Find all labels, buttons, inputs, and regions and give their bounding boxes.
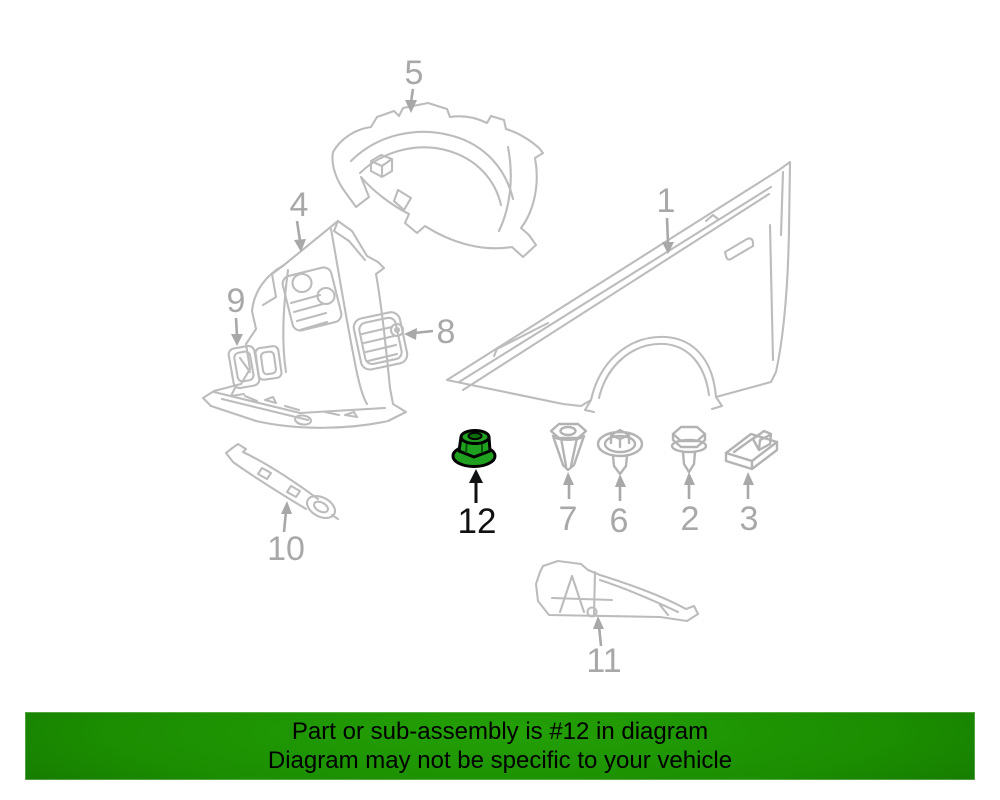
part-8-label: 8 <box>437 313 456 351</box>
part-10-arrow <box>282 510 288 533</box>
part-6-arrowhead <box>615 474 626 487</box>
part-callout-7-expansion-nut[interactable]: 7 <box>549 422 588 538</box>
part-4-art <box>201 219 408 429</box>
part-11-arrow <box>597 625 603 647</box>
parts-diagram: 5 4 9 <box>201 54 792 680</box>
part-8-arrowhead <box>404 328 417 340</box>
part-11-label: 11 <box>586 642 621 680</box>
part-2-label: 2 <box>681 500 700 538</box>
part-10-arrowhead <box>281 501 292 514</box>
part-5-label: 5 <box>405 54 424 92</box>
part-10-art <box>224 442 340 521</box>
part-7-arrowhead <box>563 472 574 485</box>
part-1-arrowhead <box>662 242 674 254</box>
part-9-art <box>227 344 261 398</box>
part-5-arrow <box>409 88 415 103</box>
part-callout-6-push-rivet[interactable]: 6 <box>596 428 644 540</box>
part-12-art <box>451 429 497 468</box>
part-1-label: 1 <box>657 182 676 220</box>
part-callout-9-bracket[interactable]: 9 <box>227 282 261 398</box>
part-2-art <box>670 425 708 474</box>
part-callout-5-fender-liner-rear[interactable]: 5 <box>331 54 545 259</box>
part-7-art <box>549 422 588 472</box>
part-12-label: 12 <box>458 502 497 541</box>
part-5-arrowhead <box>405 100 417 113</box>
part-callout-11-support-bracket[interactable]: 11 <box>534 559 700 680</box>
part-4-label: 4 <box>290 186 309 224</box>
banner-line1: Part or sub-assembly is #12 in diagram <box>291 718 709 745</box>
part-6-art <box>596 428 644 476</box>
part-4-arrowhead <box>294 239 306 252</box>
part-callout-2-screw[interactable]: 2 <box>670 425 708 538</box>
part-callout-3-clip-nut[interactable]: 3 <box>724 429 779 538</box>
part-9-label: 9 <box>227 282 246 320</box>
part-10-label: 10 <box>267 530 305 568</box>
part-7-label: 7 <box>559 500 578 538</box>
part-callout-1-fender[interactable]: 1 <box>445 160 792 414</box>
banner-line2: Diagram may not be specific to your vehi… <box>267 747 733 774</box>
part-3-label: 3 <box>740 500 759 538</box>
part-callout-12-flange-nut-highlighted[interactable]: 12 <box>451 429 497 542</box>
part-9-arrow <box>234 317 239 337</box>
part-11-arrowhead <box>593 616 604 629</box>
part-8-arrow <box>413 329 434 335</box>
part-callout-8-vent-grille[interactable]: 8 <box>352 311 455 372</box>
highlight-banner: Part or sub-assembly is #12 in diagram D… <box>25 712 975 780</box>
part-8-art <box>352 311 409 371</box>
part-callout-4-fender-liner-front[interactable]: 4 <box>201 186 408 429</box>
part-3-art <box>724 429 779 471</box>
part-5-art <box>331 101 545 259</box>
part-6-label: 6 <box>610 502 629 540</box>
part-callout-10-rocker-strip[interactable]: 10 <box>224 442 340 568</box>
part-4-arrow <box>295 220 302 242</box>
part-3-arrowhead <box>743 472 754 485</box>
part-1-art <box>445 160 792 414</box>
part-11-art <box>534 559 700 623</box>
part-9-arrowhead <box>231 334 243 346</box>
part-2-arrowhead <box>684 472 695 485</box>
part-1-arrow <box>665 217 670 244</box>
part-12-arrowhead <box>469 469 483 483</box>
